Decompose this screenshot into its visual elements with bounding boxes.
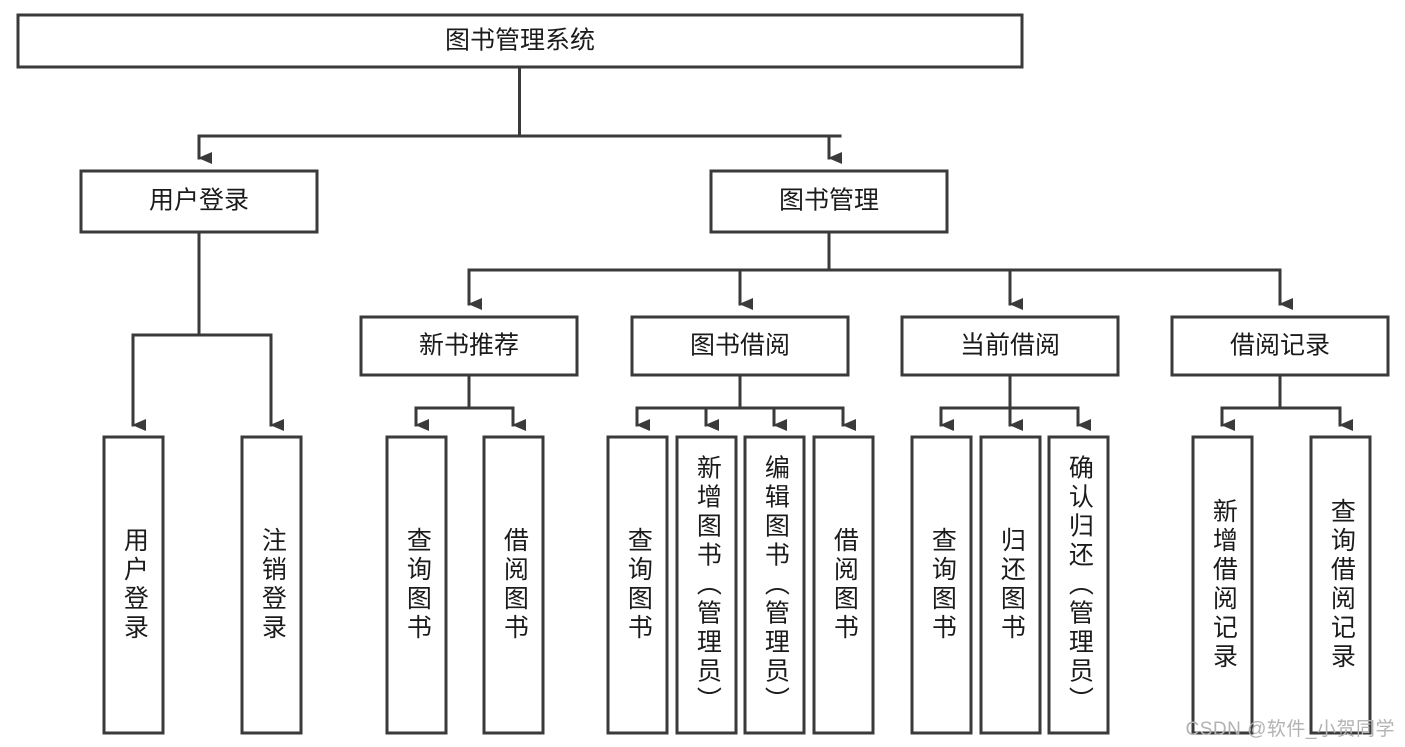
node-leaf-add-record-box[interactable]	[1191, 435, 1254, 735]
node-user-login-label: 用户登录	[149, 187, 249, 215]
node-leaf-user-logout[interactable]: 注销登录	[240, 435, 303, 735]
node-leaf-add-book-label: 新增图书（管理员）	[693, 455, 722, 716]
node-leaf-confirm-return-label: 确认归还（管理员）	[1065, 455, 1094, 716]
node-leaf-borrow-book-2-label: 借阅图书	[830, 527, 859, 643]
node-current-borrow-label: 当前借阅	[960, 332, 1060, 360]
node-leaf-query-record-label: 查询借阅记录	[1327, 498, 1356, 672]
node-borrow-record-label: 借阅记录	[1230, 332, 1330, 360]
node-leaf-borrow-book-1-box[interactable]	[482, 435, 545, 735]
connectors-user-login-to-leaves	[131, 230, 284, 431]
node-user-login-box[interactable]	[79, 169, 319, 234]
connectors-book-management-to-level3	[467, 230, 1293, 310]
node-leaf-user-login[interactable]: 用户登录	[102, 435, 165, 735]
node-book-management-box[interactable]	[709, 169, 949, 234]
csdn-watermark: CSDN @软件_小贺同学	[1185, 719, 1395, 740]
node-user-login[interactable]: 用户登录	[79, 169, 319, 234]
node-leaf-return-book[interactable]: 归还图书	[979, 435, 1042, 735]
node-leaf-user-logout-label: 注销登录	[258, 527, 287, 643]
node-root[interactable]: 图书管理系统	[16, 13, 1024, 69]
node-leaf-query-record[interactable]: 查询借阅记录	[1309, 435, 1372, 735]
node-current-borrow[interactable]: 当前借阅	[900, 315, 1120, 377]
node-leaf-borrow-book-1[interactable]: 借阅图书	[482, 435, 545, 735]
node-leaf-add-book[interactable]: 新增图书（管理员）	[675, 435, 738, 735]
node-leaf-edit-book-box[interactable]	[743, 435, 806, 735]
node-leaf-add-record[interactable]: 新增借阅记录	[1191, 435, 1254, 735]
node-leaf-edit-book-label: 编辑图书（管理员）	[761, 455, 790, 716]
node-leaf-return-book-label: 归还图书	[997, 527, 1026, 643]
node-borrow-record-box[interactable]	[1170, 315, 1390, 377]
node-leaf-borrow-book-2-box[interactable]	[812, 435, 875, 735]
node-current-borrow-box[interactable]	[900, 315, 1120, 377]
node-leaf-borrow-book-1-label: 借阅图书	[500, 527, 529, 643]
node-new-book-recommend-box[interactable]	[359, 315, 579, 377]
node-new-book-recommend-label: 新书推荐	[419, 332, 519, 360]
node-leaf-confirm-return-box[interactable]	[1047, 435, 1110, 735]
connectors-root-to-level2	[197, 65, 842, 164]
node-leaf-return-book-box[interactable]	[979, 435, 1042, 735]
node-leaf-add-book-box[interactable]	[675, 435, 738, 735]
node-book-management[interactable]: 图书管理	[709, 169, 949, 234]
node-new-book-recommend[interactable]: 新书推荐	[359, 315, 579, 377]
node-leaf-borrow-book-2[interactable]: 借阅图书	[812, 435, 875, 735]
node-leaf-edit-book[interactable]: 编辑图书（管理员）	[743, 435, 806, 735]
node-leaf-query-book-3-label: 查询图书	[928, 527, 957, 643]
node-leaf-query-record-box[interactable]	[1309, 435, 1372, 735]
node-leaf-query-book-1-label: 查询图书	[403, 527, 432, 643]
connectors-new-book-recommend-to-leaves	[414, 373, 526, 431]
node-book-management-label: 图书管理	[779, 187, 879, 215]
node-leaf-query-book-1-box[interactable]	[385, 435, 448, 735]
node-leaf-user-login-box[interactable]	[102, 435, 165, 735]
node-leaf-user-logout-box[interactable]	[240, 435, 303, 735]
node-leaf-query-book-1[interactable]: 查询图书	[385, 435, 448, 735]
node-leaf-query-book-2[interactable]: 查询图书	[606, 435, 669, 735]
node-leaf-add-record-label: 新增借阅记录	[1209, 498, 1238, 672]
node-leaf-user-login-label: 用户登录	[120, 527, 149, 643]
node-borrow-record[interactable]: 借阅记录	[1170, 315, 1390, 377]
node-leaf-query-book-2-label: 查询图书	[624, 527, 653, 643]
node-leaf-confirm-return[interactable]: 确认归还（管理员）	[1047, 435, 1110, 735]
node-root-box[interactable]	[16, 13, 1024, 69]
node-book-borrow-label: 图书借阅	[690, 332, 790, 360]
node-leaf-query-book-3-box[interactable]	[910, 435, 973, 735]
node-leaf-query-book-2-box[interactable]	[606, 435, 669, 735]
node-root-label: 图书管理系统	[445, 27, 595, 55]
connectors-borrow-record-to-leaves	[1220, 373, 1353, 431]
node-leaf-query-book-3[interactable]: 查询图书	[910, 435, 973, 735]
node-book-borrow-box[interactable]	[630, 315, 850, 377]
node-book-borrow[interactable]: 图书借阅	[630, 315, 850, 377]
connectors-book-borrow-to-leaves	[635, 373, 856, 431]
connectors-current-borrow-to-leaves	[939, 373, 1091, 431]
